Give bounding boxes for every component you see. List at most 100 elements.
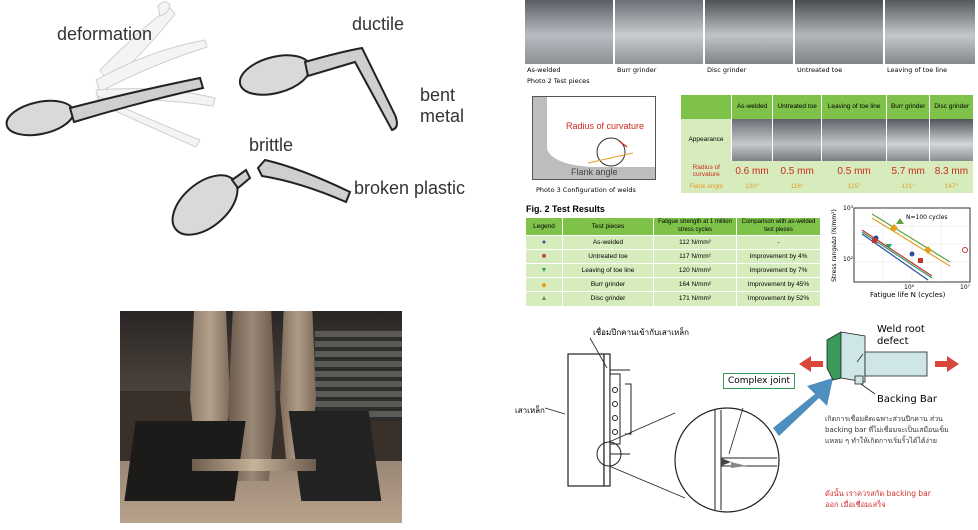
photo-weld-bead — [192, 459, 316, 471]
photo3-caption: Photo 3 Configuration of welds — [536, 186, 636, 194]
joint-diagram-svg — [544, 331, 959, 513]
row-label-flank: Flank angle — [681, 181, 732, 193]
sn-ylabel: Stress range∆σ (N/mm²) — [830, 209, 838, 282]
photo-label-untreated-toe: Untreated toe — [797, 66, 843, 74]
legend-marker: ◆ — [526, 277, 563, 292]
legend-symbol: ■ — [541, 253, 547, 260]
photo-label-burr-grinder: Burr grinder — [617, 66, 657, 74]
header-untreated-toe: Untreated toe — [772, 95, 822, 119]
header-disc-grinder: Disc grinder — [929, 95, 973, 119]
photo-as-welded — [525, 0, 613, 64]
label-ductile: ductile — [352, 14, 405, 34]
results-header-test-pieces: Test pieces — [562, 218, 654, 236]
radius-disc-grinder: 8.3 mm — [929, 161, 973, 181]
legend-symbol: ● — [541, 239, 547, 246]
header-burr-grinder: Burr grinder — [885, 95, 930, 119]
appearance-table: As-welded Untreated toe Leaving of toe l… — [681, 95, 973, 193]
backing-bar-label: Backing Bar — [877, 394, 938, 405]
zoom-arrow — [773, 378, 833, 436]
ductile-spoon — [238, 46, 398, 132]
complex-joint-label: Complex joint — [723, 373, 796, 389]
sn-xlabel: Fatigue life N (cycles) — [870, 291, 946, 299]
photo-untreated-toe — [795, 0, 883, 64]
brittle-spoon — [171, 158, 352, 236]
sn-line-disc-grinder — [871, 213, 951, 263]
photo-label-as-welded: As-welded — [527, 66, 561, 74]
sn-xtick-1: 10⁶ — [904, 284, 915, 291]
results-header-strength: Fatigue strength at 1 million stress cyc… — [653, 218, 737, 236]
spoon-drawings — [5, 1, 398, 236]
sn-plot-svg — [853, 207, 971, 283]
description-text: เกิดการเชื่อมติดเฉพาะส่วนปีกคาน ส่วน bac… — [825, 415, 949, 445]
weld-profile-svg — [533, 97, 655, 179]
row-label-appearance: Appearance — [681, 119, 732, 161]
fig2-title: Fig. 2 Test Results — [526, 204, 605, 214]
comparison-value: Improvement by 45% — [736, 277, 820, 292]
warning-text: ดังนั้น เราควรสกัด backing bar ออก เมื่อ… — [825, 489, 931, 509]
legend-symbol: ◆ — [541, 281, 547, 289]
photo-base-box-right — [288, 411, 382, 501]
legend-marker: ■ — [526, 249, 563, 264]
fatigue-strength: 112 N/mm² — [653, 235, 737, 250]
weld-config-diagram: Radius of curvature Flank angle — [532, 96, 656, 180]
radius-burr-grinder: 5.7 mm — [886, 161, 930, 181]
fatigue-strength: 120 N/mm² — [653, 263, 737, 278]
joint-diagram: เชื่อมปีกคานเข้ากับเสาเหล็ก เสาเหล็ก Com… — [515, 318, 978, 526]
appearance-img-untreated-toe — [772, 119, 822, 161]
column-label: เสาเหล็ก — [515, 406, 545, 415]
appearance-table-corner — [681, 95, 732, 119]
bolt-holes — [612, 387, 618, 435]
appearance-img-disc-grinder — [929, 119, 973, 161]
comparison-value: Improvement by 4% — [736, 249, 820, 264]
test-piece-name: Leaving of toe line — [562, 263, 654, 278]
sn-markers — [872, 218, 968, 263]
sn-ytick-bottom: 10² — [843, 256, 854, 263]
radius-as-welded: 0.6 mm — [731, 161, 773, 181]
label-brittle: brittle — [249, 135, 294, 155]
flank-burr-grinder: 121° — [886, 181, 930, 193]
appearance-img-as-welded — [730, 119, 773, 161]
results-header-comparison: Comparison with as-welded test pieces — [736, 218, 820, 236]
flank-angle-label: Flank angle — [571, 167, 618, 177]
appearance-img-leaving-toe-line — [821, 119, 887, 161]
sn-annotation: N=100 cycles — [906, 214, 948, 221]
label-deformation: deformation — [57, 24, 153, 44]
radius-leaving-toe-line: 0.5 mm — [821, 161, 887, 181]
photo-leaving-toe-line — [885, 0, 975, 64]
flank-disc-grinder: 147° — [929, 181, 973, 193]
test-piece-name: Disc grinder — [562, 291, 654, 306]
flank-untreated-toe: 116° — [772, 181, 822, 193]
photo-right-beams — [315, 331, 402, 421]
flank-leaving-toe-line: 125° — [821, 181, 887, 193]
weld-root-defect-label: Weld root defect — [877, 324, 925, 347]
radius-of-curvature-label: Radius of curvature — [566, 121, 645, 131]
appearance-img-burr-grinder — [885, 119, 930, 161]
sn-line-burr-grinder — [871, 217, 951, 267]
beam-weld-label: เชื่อมปีกคานเข้ากับเสาเหล็ก — [593, 328, 689, 337]
results-table: Legend Test pieces Fatigue strength at 1… — [526, 218, 820, 306]
photo-label-leaving-toe-line: Leaving of toe line — [887, 66, 948, 74]
header-leaving-toe-line: Leaving of toe line — [821, 95, 887, 119]
sn-xtick-2: 10⁷ — [960, 284, 971, 291]
comparison-value: Improvement by 7% — [736, 263, 820, 278]
deformation-spoon — [5, 76, 205, 137]
fatigue-strength: 171 N/mm² — [653, 291, 737, 306]
weld-photo-strip — [525, 0, 978, 66]
fatigue-strength: 117 N/mm² — [653, 249, 737, 264]
radius-untreated-toe: 0.5 mm — [772, 161, 822, 181]
fatigue-strength: 164 N/mm² — [653, 277, 737, 292]
test-piece-name: Untreated toe — [562, 249, 654, 264]
steel-column-photo — [120, 311, 402, 523]
test-piece-name: Burr grinder — [562, 277, 654, 292]
legend-marker: ● — [526, 235, 563, 250]
red-arrow-left — [799, 356, 823, 372]
header-as-welded: As-welded — [730, 95, 773, 119]
test-piece-name: As-welded — [562, 235, 654, 250]
row-label-radius: Radius of curvature — [681, 161, 732, 181]
